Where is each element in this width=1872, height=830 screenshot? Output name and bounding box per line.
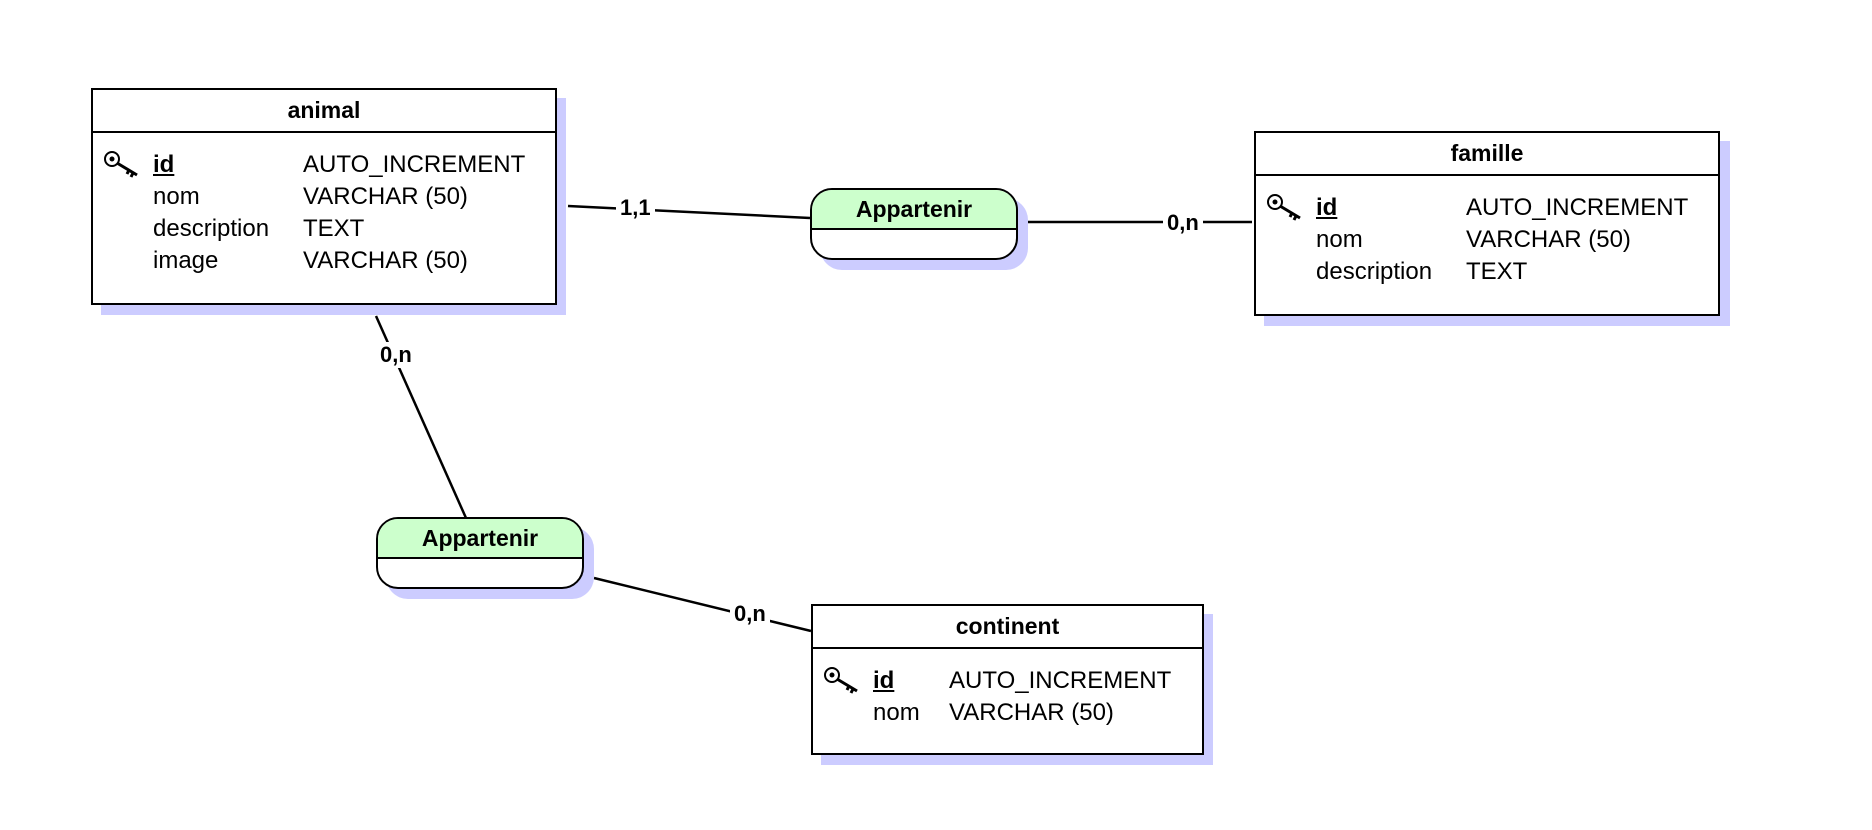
field-type: VARCHAR (50) bbox=[1466, 226, 1631, 253]
field-row: description TEXT bbox=[1256, 256, 1718, 288]
association-name: Appartenir bbox=[812, 190, 1016, 230]
field-type: AUTO_INCREMENT bbox=[949, 667, 1172, 694]
field-name: description bbox=[1316, 258, 1433, 285]
field-type: AUTO_INCREMENT bbox=[303, 151, 526, 178]
key-icon bbox=[1266, 192, 1306, 224]
key-icon bbox=[823, 665, 863, 697]
entity-title: famille bbox=[1256, 133, 1718, 176]
cardinality-label: 1,1 bbox=[616, 195, 655, 221]
field-name: id bbox=[153, 151, 175, 178]
entity-continent[interactable]: continent id AUTO_INCREMENT nom VARCHAR … bbox=[811, 604, 1204, 755]
field-name: image bbox=[153, 247, 219, 274]
field-type: AUTO_INCREMENT bbox=[1466, 194, 1689, 221]
entity-animal[interactable]: animal id AUTO_INCREMENT nom VARCHAR (50… bbox=[91, 88, 557, 305]
field-row: nom VARCHAR (50) bbox=[93, 181, 555, 213]
entity-title: continent bbox=[813, 606, 1202, 649]
field-row: id AUTO_INCREMENT bbox=[93, 149, 555, 181]
cardinality-label: 0,n bbox=[376, 342, 416, 368]
field-name: id bbox=[1316, 194, 1338, 221]
entity-title: animal bbox=[93, 90, 555, 133]
field-row: nom VARCHAR (50) bbox=[1256, 224, 1718, 256]
field-row: image VARCHAR (50) bbox=[93, 245, 555, 277]
field-name: description bbox=[153, 215, 270, 242]
entity-famille[interactable]: famille id AUTO_INCREMENT nom VARCHAR (5… bbox=[1254, 131, 1720, 316]
field-type: VARCHAR (50) bbox=[303, 183, 468, 210]
association-appartenir-famille[interactable]: Appartenir bbox=[810, 188, 1018, 260]
association-name: Appartenir bbox=[378, 519, 582, 559]
field-name: nom bbox=[1316, 226, 1363, 253]
cardinality-label: 0,n bbox=[1163, 210, 1203, 236]
field-name: id bbox=[873, 667, 895, 694]
field-row: nom VARCHAR (50) bbox=[813, 697, 1202, 729]
association-appartenir-continent[interactable]: Appartenir bbox=[376, 517, 584, 589]
field-name: nom bbox=[873, 699, 920, 726]
field-type: TEXT bbox=[303, 215, 365, 242]
field-type: VARCHAR (50) bbox=[949, 699, 1114, 726]
link-appartenir-2-continent bbox=[593, 576, 812, 633]
field-name: nom bbox=[153, 183, 200, 210]
field-row: id AUTO_INCREMENT bbox=[1256, 192, 1718, 224]
key-icon bbox=[103, 149, 143, 181]
field-type: TEXT bbox=[1466, 258, 1528, 285]
link-animal-appartenir-1 bbox=[567, 204, 811, 220]
field-row: id AUTO_INCREMENT bbox=[813, 665, 1202, 697]
field-type: VARCHAR (50) bbox=[303, 247, 468, 274]
cardinality-label: 0,n bbox=[730, 601, 770, 627]
field-row: description TEXT bbox=[93, 213, 555, 245]
